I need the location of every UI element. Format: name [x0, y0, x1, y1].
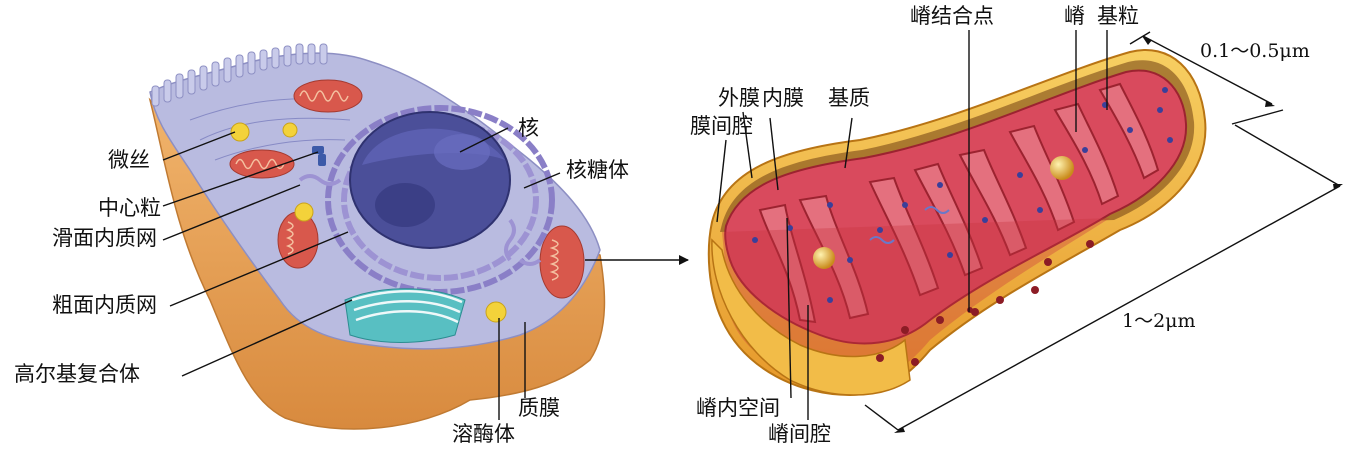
dimension-width: 0.1～0.5μm	[1200, 40, 1310, 62]
dimension-length: 1～2μm	[1122, 310, 1196, 332]
label-microfilament: 微丝	[108, 148, 150, 172]
label-crista: 嵴	[1064, 4, 1085, 28]
cell-mitochondria	[229, 79, 585, 299]
cell-leader-lines	[162, 127, 561, 420]
label-nucleus: 核	[518, 116, 539, 140]
mito-dna	[869, 206, 950, 244]
nucleus	[349, 111, 511, 249]
cell-illustration	[148, 43, 606, 430]
mito-outer-front	[711, 238, 911, 396]
golgi	[344, 288, 466, 343]
label-outer-membrane: 外膜	[718, 86, 760, 110]
label-centriole: 中心粒	[98, 196, 161, 220]
microvilli	[151, 43, 328, 107]
label-inner-membrane: 内膜	[762, 86, 804, 110]
label-intermembrane-space: 膜间腔	[690, 114, 753, 138]
label-matrix: 基质	[828, 86, 870, 110]
mitochondrion-illustration	[707, 49, 1207, 397]
label-cristae-junction: 嵴结合点	[910, 4, 994, 28]
label-intercristal-space: 嵴间腔	[768, 422, 831, 446]
mito-leader-lines	[716, 30, 1108, 420]
label-rough-er: 粗面内质网	[52, 293, 157, 317]
membrane-pores	[876, 240, 1094, 366]
granule	[813, 247, 835, 269]
smooth-er	[298, 174, 542, 266]
label-lysosome: 溶酶体	[452, 422, 515, 446]
label-elementary-particle: 基粒	[1097, 4, 1139, 28]
granule	[1050, 156, 1074, 180]
elementary-particles	[752, 87, 1173, 303]
label-golgi: 高尔基复合体	[14, 362, 140, 386]
label-intracristal-space: 嵴内空间	[696, 396, 780, 420]
centriole	[312, 146, 326, 166]
label-ribosome: 核糖体	[566, 158, 629, 182]
dimension-lines	[864, 31, 1341, 431]
label-smooth-er: 滑面内质网	[52, 226, 157, 250]
label-plasma-membrane: 质膜	[518, 396, 560, 420]
